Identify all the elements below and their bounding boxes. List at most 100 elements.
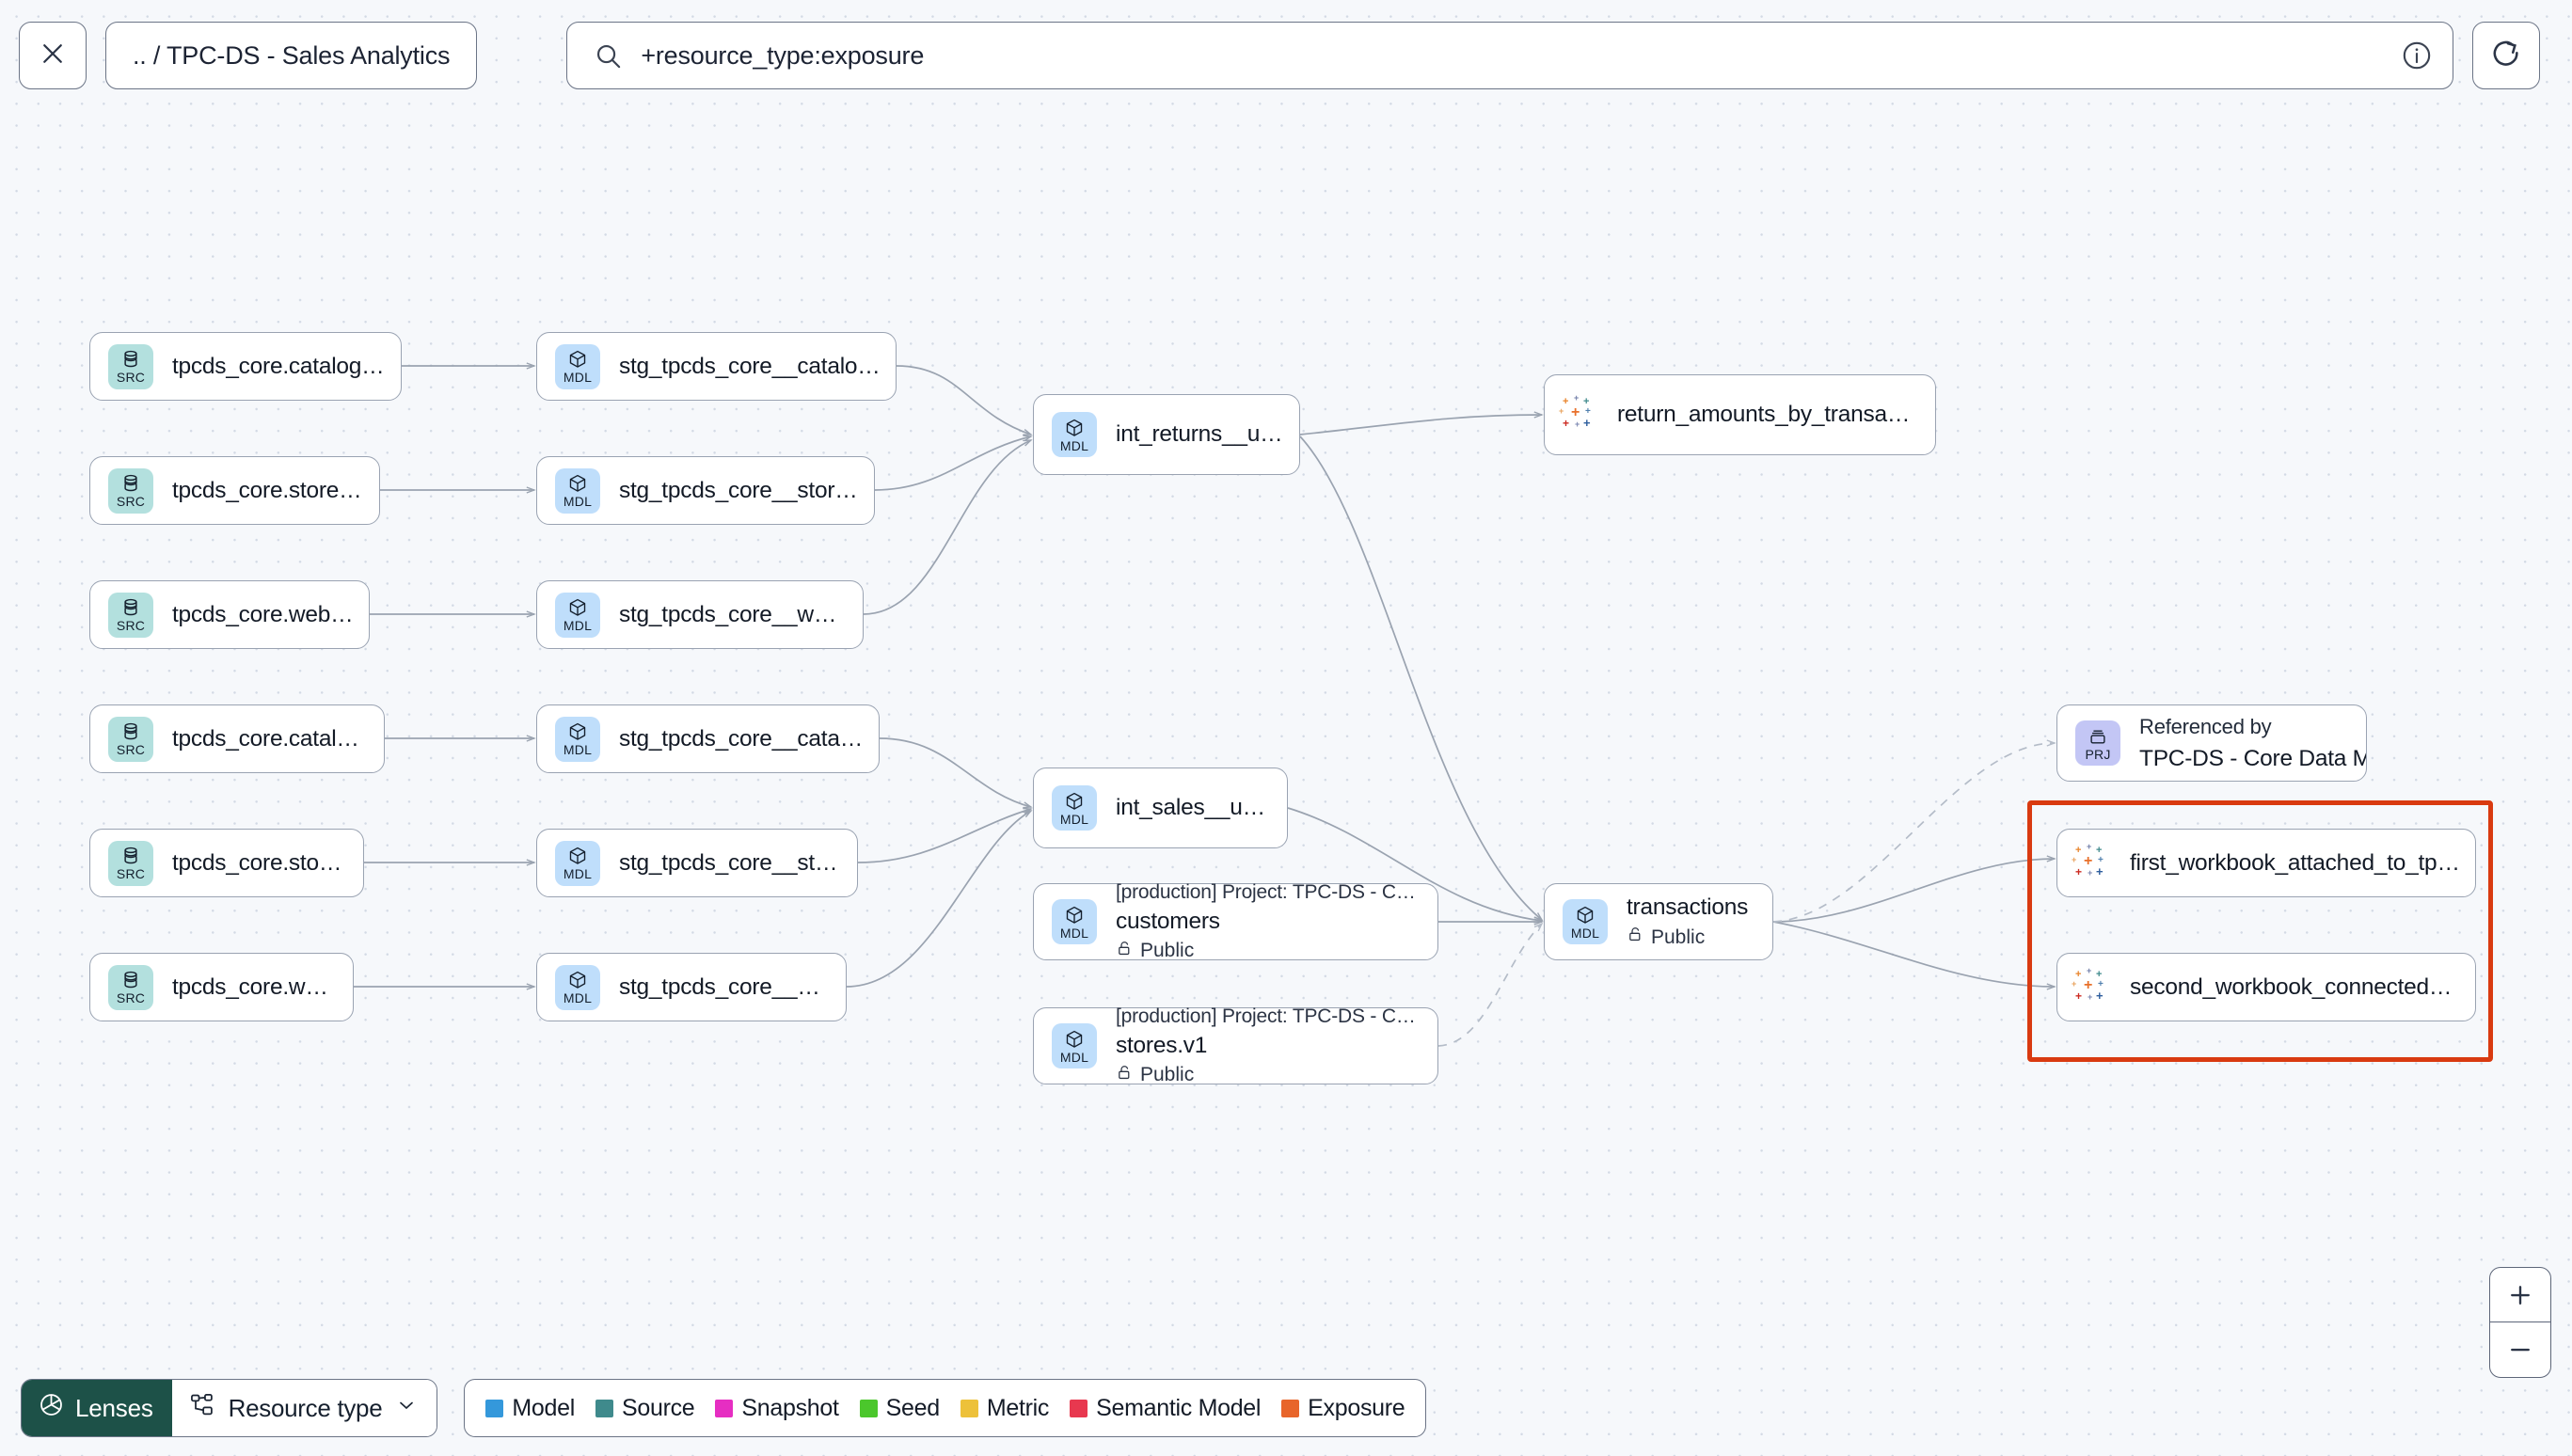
node-text: stg_tpcds_core__store_returns <box>619 478 874 504</box>
node-type-badge-prj: PRJ <box>2075 720 2120 766</box>
node-type-label: SRC <box>116 618 146 633</box>
node-text: second_workbook_connected_to_live… <box>2130 974 2475 1001</box>
graph-node-src_store_sales[interactable]: SRC tpcds_core.store_sales <box>89 829 364 897</box>
lenses-button[interactable]: Lenses <box>22 1380 172 1436</box>
graph-node-src_web_returns[interactable]: SRC tpcds_core.web_returns <box>89 580 370 649</box>
node-title: stg_tpcds_core__web_sales <box>619 973 831 1000</box>
exposure-icon: +++++++++ <box>1559 393 1591 430</box>
cube-icon <box>567 473 588 494</box>
node-title: stg_tpcds_core__store_sales <box>619 849 842 876</box>
node-type-label: SRC <box>116 370 146 385</box>
lock-icon <box>1116 1064 1134 1087</box>
legend-label: Metric <box>986 1394 1050 1421</box>
graph-node-int_sales_unioned[interactable]: MDL int_sales__unioned <box>1033 768 1288 848</box>
node-visibility: Public <box>1627 926 1748 949</box>
node-type-label: MDL <box>1570 925 1600 941</box>
cube-icon <box>1064 905 1085 926</box>
node-text: tpcds_core.store_returns <box>172 478 379 504</box>
graph-node-src_web_sales[interactable]: SRC tpcds_core.web_sales <box>89 953 354 1021</box>
node-title: stg_tpcds_core__store_returns <box>619 477 859 503</box>
node-title: int_sales__unioned <box>1116 795 1272 820</box>
node-type-label: SRC <box>116 494 146 509</box>
node-title: tpcds_core.store_returns <box>172 477 364 503</box>
graph-node-transactions[interactable]: MDL transactions Public <box>1544 883 1773 960</box>
cube-icon <box>567 721 588 742</box>
chevron-down-icon <box>395 1394 418 1423</box>
node-title: tpcds_core.web_sales <box>172 973 338 1000</box>
database-icon <box>120 846 141 866</box>
node-type-badge-mdl: MDL <box>1563 899 1608 944</box>
legend-swatch <box>715 1399 734 1417</box>
graph-node-src_store_returns[interactable]: SRC tpcds_core.store_returns <box>89 456 380 525</box>
node-type-badge-src: SRC <box>108 467 153 514</box>
zoom-controls <box>2489 1267 2551 1378</box>
zoom-out-button[interactable] <box>2490 1322 2550 1377</box>
node-type-badge-mdl: MDL <box>555 964 600 1010</box>
info-icon[interactable] <box>2401 40 2433 71</box>
node-project-label: [production] Project: TPC-DS - Core Data… <box>1116 880 1422 903</box>
graph-node-stores_v1[interactable]: MDL [production] Project: TPC-DS - Core … <box>1033 1005 1438 1087</box>
zoom-in-button[interactable] <box>2490 1268 2550 1322</box>
legend-item-source[interactable]: Source <box>595 1395 695 1422</box>
search-input[interactable]: +resource_type:exposure <box>566 22 2454 89</box>
node-visibility: Public <box>1116 940 1422 963</box>
node-type-label: MDL <box>1059 437 1089 453</box>
resource-type-label: Resource type <box>228 1393 383 1422</box>
project-icon <box>2088 726 2108 747</box>
node-title: return_amounts_by_transaction_type <box>1617 402 1920 427</box>
node-type-label: PRJ <box>2085 746 2111 762</box>
graph-node-first_workbook[interactable]: +++++++++first_workbook_attached_to_tpc-… <box>2056 829 2476 897</box>
node-visibility-label: Public <box>1140 1064 1195 1085</box>
graph-node-customers[interactable]: MDL [production] Project: TPC-DS - Core … <box>1033 880 1438 963</box>
breadcrumb[interactable]: .. / TPC-DS - Sales Analytics <box>105 22 478 89</box>
node-type-label: MDL <box>563 866 593 881</box>
bottom-toolbar: Lenses Resource type <box>21 1379 1427 1437</box>
node-title: stg_tpcds_core__catalog_sales <box>619 725 864 752</box>
node-title: stg_tpcds_core__catalog_returns <box>619 353 881 379</box>
resource-type-dropdown[interactable]: Resource type <box>171 1380 437 1436</box>
legend-item-metric[interactable]: Metric <box>960 1394 1050 1422</box>
node-type-badge-mdl: MDL <box>1052 785 1097 831</box>
node-title: first_workbook_attached_to_tpc-ds_-_… <box>2130 849 2460 876</box>
node-text: return_amounts_by_transaction_type <box>1617 402 1935 428</box>
legend-label: Snapshot <box>741 1394 839 1421</box>
graph-node-stg_catalog_returns[interactable]: MDL stg_tpcds_core__catalog_returns <box>536 332 897 401</box>
refresh-button[interactable] <box>2472 22 2541 89</box>
node-title: tpcds_core.catalog_returns <box>172 353 386 379</box>
legend-item-exposure[interactable]: Exposure <box>1281 1395 1405 1422</box>
aperture-icon <box>39 1392 64 1424</box>
graph-node-src_catalog_sales[interactable]: SRC tpcds_core.catalog_sales <box>89 704 385 773</box>
search-icon <box>592 40 624 71</box>
breadcrumb-label: .. / TPC-DS - Sales Analytics <box>133 40 451 70</box>
graph-node-stg_web_sales[interactable]: MDL stg_tpcds_core__web_sales <box>536 953 847 1021</box>
graph-node-stg_store_returns[interactable]: MDL stg_tpcds_core__store_returns <box>536 456 875 525</box>
node-title: stores.v1 <box>1116 1032 1208 1058</box>
node-type-badge-mdl: MDL <box>555 716 600 762</box>
node-type-badge-mdl: MDL <box>555 592 600 638</box>
legend-item-seed[interactable]: Seed <box>859 1395 940 1422</box>
graph-node-stg_web_returns[interactable]: MDL stg_tpcds_core__web_returns <box>536 580 864 649</box>
node-type-badge-src: SRC <box>108 343 153 389</box>
node-title: tpcds_core.web_returns <box>172 601 354 627</box>
node-text: int_returns__unioned <box>1116 421 1299 448</box>
graph-node-return_amounts[interactable]: +++++++++ return_amounts_by_transaction_t… <box>1544 374 1936 455</box>
close-button[interactable] <box>19 22 87 89</box>
node-text: stg_tpcds_core__store_sales <box>619 850 857 877</box>
graph-node-stg_store_sales[interactable]: MDL stg_tpcds_core__store_sales <box>536 829 858 897</box>
legend-item-model[interactable]: Model <box>485 1395 575 1422</box>
node-type-label: MDL <box>1059 811 1089 827</box>
graph-node-src_catalog_returns[interactable]: SRC tpcds_core.catalog_returns <box>89 332 402 401</box>
graph-node-int_returns_unioned[interactable]: MDL int_returns__unioned <box>1033 394 1300 475</box>
legend-item-semantic-model[interactable]: Semantic Model <box>1070 1395 1261 1422</box>
legend-item-snapshot[interactable]: Snapshot <box>715 1394 839 1422</box>
graph-node-second_workbook[interactable]: +++++++++second_workbook_connected_to_li… <box>2056 953 2476 1021</box>
node-text: tpcds_core.web_sales <box>172 974 353 1001</box>
node-visibility: Public <box>1116 1064 1422 1087</box>
graph-node-stg_catalog_sales[interactable]: MDL stg_tpcds_core__catalog_sales <box>536 704 880 773</box>
cube-icon <box>567 846 588 866</box>
node-type-badge-mdl: MDL <box>1052 899 1097 944</box>
node-visibility-label: Public <box>1140 940 1195 961</box>
